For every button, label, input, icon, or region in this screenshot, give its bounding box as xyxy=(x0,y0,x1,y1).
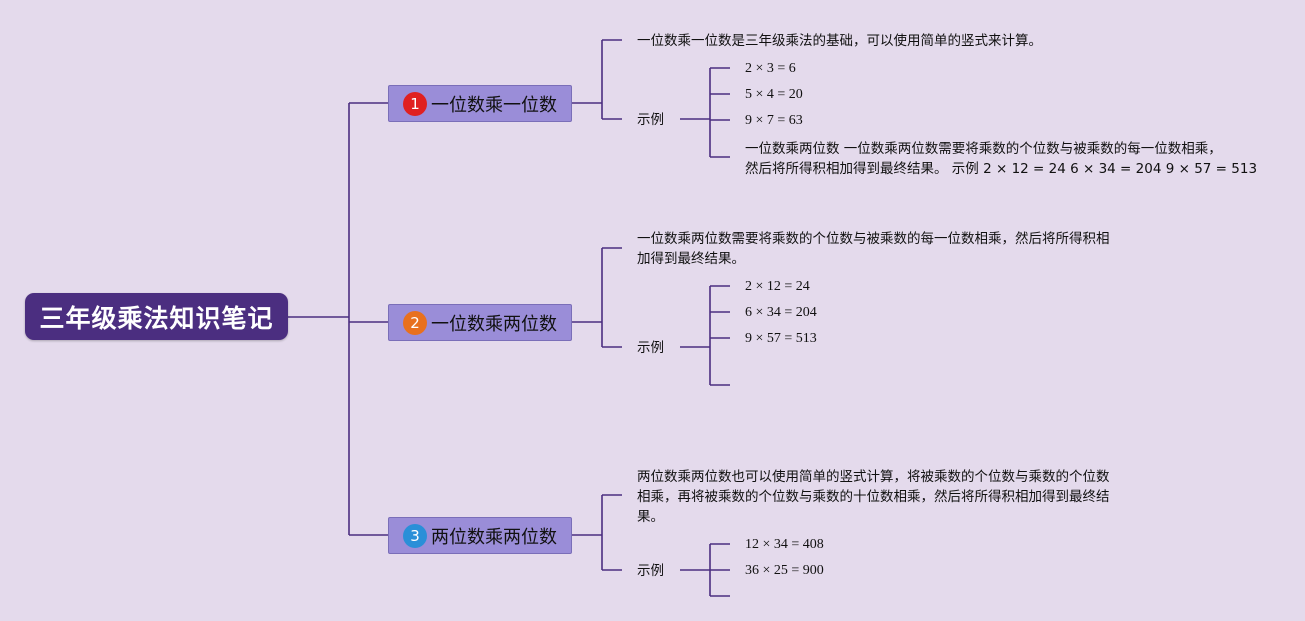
number-badge-icon: 1 xyxy=(403,91,427,116)
branch-1-example-1[interactable]: 2 × 3 = 6 xyxy=(745,61,796,76)
branch-label: 一位数乘一位数 xyxy=(431,94,557,116)
branch-label: 一位数乘两位数 xyxy=(431,313,557,335)
branch-2-example-label[interactable]: 示例 xyxy=(637,340,664,356)
branch-label: 两位数乘两位数 xyxy=(431,526,557,548)
branch-1-example-3[interactable]: 9 × 7 = 63 xyxy=(745,113,803,128)
branch-topic-3[interactable]: 3 两位数乘两位数 xyxy=(388,517,572,554)
branch-3-description-line-1[interactable]: 两位数乘两位数也可以使用简单的竖式计算，将被乘数的个位数与乘数的个位数 xyxy=(637,469,1110,485)
branch-1-example-2[interactable]: 5 × 4 = 20 xyxy=(745,87,803,102)
branch-1-example-label[interactable]: 示例 xyxy=(637,112,664,128)
number-badge-icon: 2 xyxy=(403,310,427,335)
branch-2-example-2[interactable]: 6 × 34 = 204 xyxy=(745,305,817,320)
number-badge-icon: 3 xyxy=(403,523,427,548)
branch-3-example-2[interactable]: 36 × 25 = 900 xyxy=(745,563,824,578)
branch-3-example-label[interactable]: 示例 xyxy=(637,563,664,579)
branch-2-example-3[interactable]: 9 × 57 = 513 xyxy=(745,331,817,346)
branch-3-description-line-3[interactable]: 果。 xyxy=(637,509,664,525)
branch-3-example-1[interactable]: 12 × 34 = 408 xyxy=(745,537,824,552)
root-topic[interactable]: 三年级乘法知识笔记 xyxy=(25,293,288,340)
branch-1-extra-note-line-1[interactable]: 一位数乘两位数 一位数乘两位数需要将乘数的个位数与被乘数的每一位数相乘， xyxy=(745,141,1222,157)
branch-2-description-line-2[interactable]: 加得到最终结果。 xyxy=(637,251,745,267)
branch-2-example-1[interactable]: 2 × 12 = 24 xyxy=(745,279,810,294)
branch-topic-1[interactable]: 1 一位数乘一位数 xyxy=(388,85,572,122)
branch-topic-2[interactable]: 2 一位数乘两位数 xyxy=(388,304,572,341)
branch-2-description-line-1[interactable]: 一位数乘两位数需要将乘数的个位数与被乘数的每一位数相乘，然后将所得积相 xyxy=(637,231,1110,247)
branch-3-description-line-2[interactable]: 相乘，再将被乘数的个位数与乘数的十位数相乘，然后将所得积相加得到最终结 xyxy=(637,489,1110,505)
branch-1-extra-note-line-2[interactable]: 然后将所得积相加得到最终结果。 示例 2 × 12 = 24 6 × 34 = … xyxy=(745,161,1258,177)
branch-1-description[interactable]: 一位数乘一位数是三年级乘法的基础，可以使用简单的竖式来计算。 xyxy=(637,33,1042,49)
